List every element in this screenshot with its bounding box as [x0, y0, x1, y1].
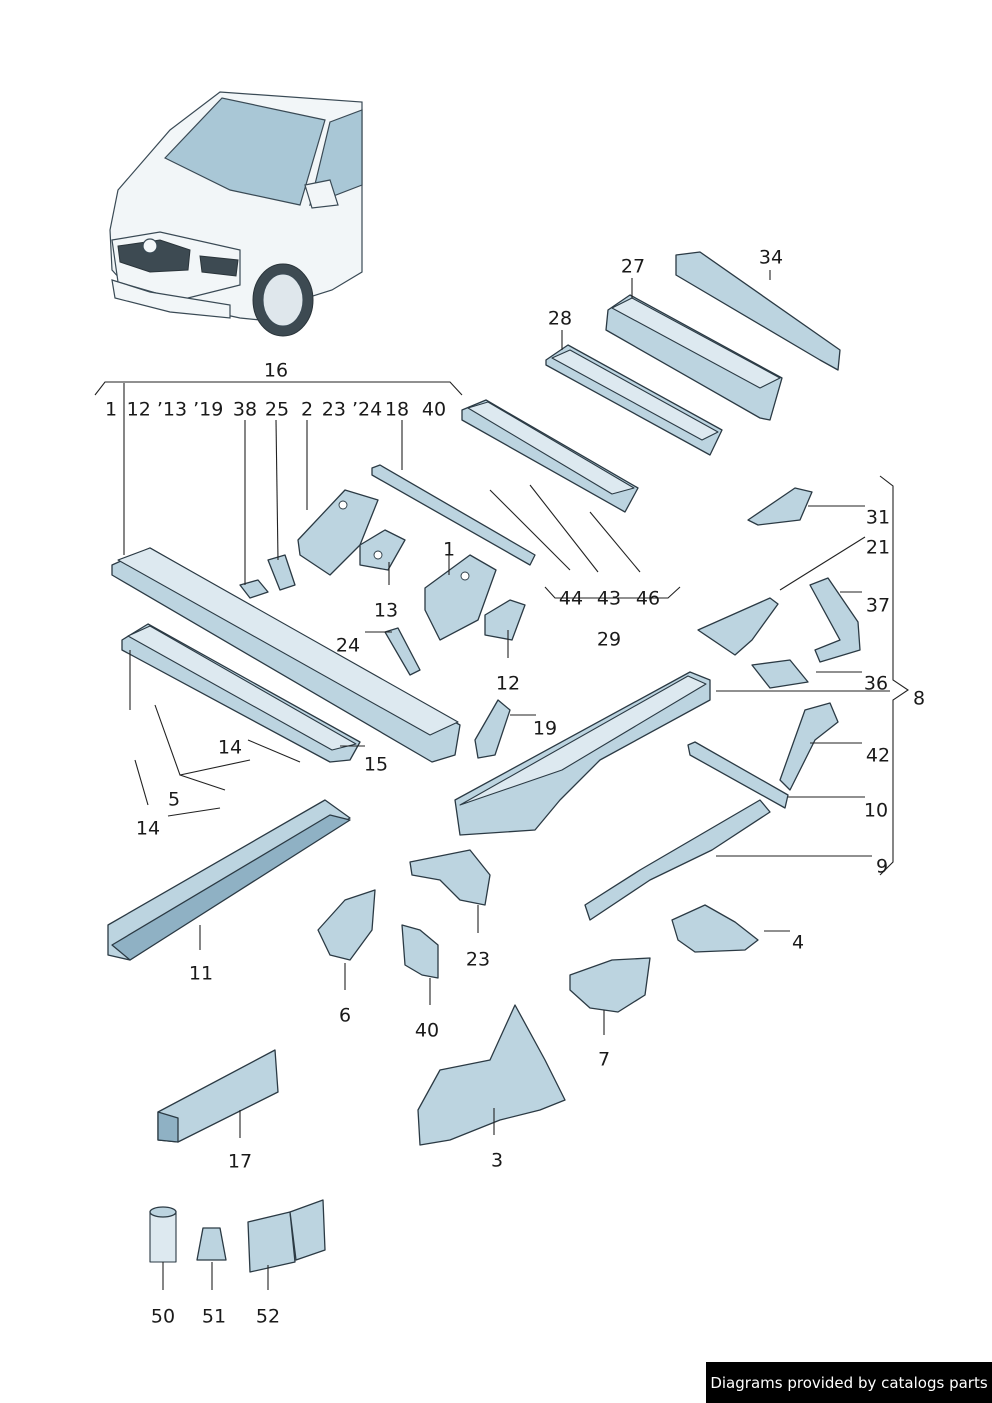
- label-9: 9: [875, 855, 889, 878]
- label-44: 44: [558, 587, 584, 610]
- label-43: 43: [596, 587, 622, 610]
- label-24: 24: [335, 634, 361, 657]
- label-23: 23: [465, 948, 491, 971]
- label-14a: 14: [217, 736, 243, 759]
- parts: [107, 251, 861, 1273]
- label-4: 4: [791, 931, 805, 954]
- label-40: 40: [421, 398, 447, 421]
- label-19: 19: [532, 717, 558, 740]
- label-18: 18: [384, 398, 410, 421]
- label-15: 15: [363, 753, 389, 776]
- label-12b: 12: [495, 672, 521, 695]
- label-10: 10: [863, 799, 889, 822]
- label-34: 34: [758, 246, 784, 269]
- label-25: 25: [264, 398, 290, 421]
- footer-credit[interactable]: Diagrams provided by catalogs parts: [706, 1362, 992, 1403]
- label-8: 8: [912, 687, 926, 710]
- label-5: 5: [167, 788, 181, 811]
- label-11: 11: [188, 962, 214, 985]
- label-16: 16: [263, 359, 289, 382]
- label-17: 17: [227, 1150, 253, 1173]
- label-38: 38: [232, 398, 258, 421]
- label-23-24: 23 ’24: [321, 398, 383, 421]
- label-52: 52: [255, 1305, 281, 1328]
- label-37: 37: [865, 594, 891, 617]
- leader-lines: [94, 270, 909, 1290]
- label-50: 50: [150, 1305, 176, 1328]
- label-1b: 1: [442, 538, 456, 561]
- label-2: 2: [300, 398, 314, 421]
- label-21: 21: [865, 536, 891, 559]
- label-42: 42: [865, 744, 891, 767]
- label-46: 46: [635, 587, 661, 610]
- label-1: 1: [104, 398, 118, 421]
- label-6: 6: [338, 1004, 352, 1027]
- label-14b: 14: [135, 817, 161, 840]
- label-29: 29: [596, 628, 622, 651]
- label-13: 13: [373, 599, 399, 622]
- label-3: 3: [490, 1149, 504, 1172]
- label-28: 28: [547, 307, 573, 330]
- label-27: 27: [620, 255, 646, 278]
- label-51: 51: [201, 1305, 227, 1328]
- label-31: 31: [865, 506, 891, 529]
- label-7: 7: [597, 1048, 611, 1071]
- label-40b: 40: [414, 1019, 440, 1042]
- label-12-13-19: 12 ’13 ’19: [126, 398, 224, 421]
- label-36: 36: [863, 672, 889, 695]
- van-illustration: [109, 91, 363, 337]
